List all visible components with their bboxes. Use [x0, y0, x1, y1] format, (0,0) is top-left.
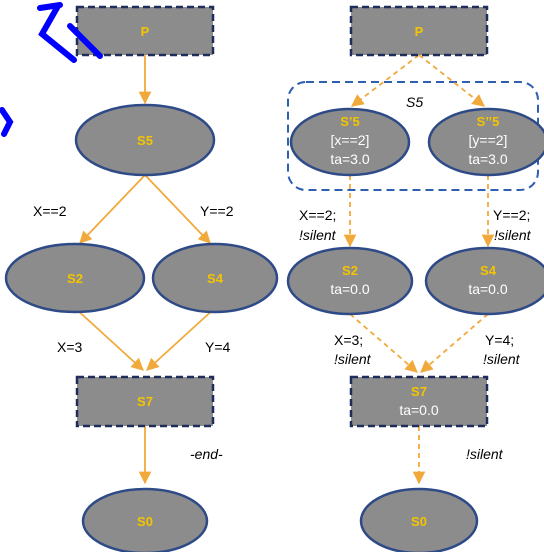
- edge-label-right-s5a-s2-line2: !silent: [299, 227, 337, 243]
- node-left-s7-label: S7: [137, 394, 153, 409]
- node-right-s2: [286, 246, 414, 316]
- edge-right-p-s5b: [418, 54, 485, 107]
- node-right-s7-name: S7: [411, 384, 427, 399]
- edge-label-left-s2-s7: X=3: [57, 339, 83, 355]
- edge-left-s5-s4: [144, 174, 211, 244]
- left-diagram: P S5 S2 S4 S7 S0 X==2 Y==2 X=3 Y=4 -end-: [4, 5, 279, 552]
- node-right-s4-ta: ta=0.0: [468, 281, 508, 297]
- node-right-s5a-ta: ta=3.0: [330, 151, 370, 167]
- node-left-s4: [151, 242, 279, 314]
- edge-left-s4-s7: [146, 307, 216, 371]
- node-right-s7: [349, 375, 489, 428]
- right-diagram: S5 P S’5 [x==2] ta=3.0 S’’5 [y==2] ta=3.…: [286, 5, 544, 552]
- node-left-s2-label: S2: [67, 271, 83, 286]
- edge-label-right-s5b-s4-line1: Y==2;: [493, 207, 530, 223]
- node-right-s5a: [289, 107, 411, 177]
- node-left-s4-label: S4: [207, 271, 224, 286]
- edge-label-left-s5-s4: Y==2: [200, 203, 234, 219]
- edge-label-right-s5a-s2-line1: X==2;: [299, 207, 336, 223]
- node-left-p-label: P: [141, 24, 150, 39]
- node-left-p: [75, 5, 215, 57]
- edge-right-s4-s7: [420, 313, 489, 373]
- node-right-s7-ta: ta=0.0: [399, 402, 439, 418]
- node-left-s0: [81, 487, 209, 552]
- node-right-s2-ta: ta=0.0: [330, 281, 370, 297]
- stamp-mark: [0, 2, 103, 137]
- edge-label-right-s5b-s4-line2: !silent: [494, 227, 532, 243]
- node-left-s7: [75, 375, 215, 428]
- edge-label-left-s7-s0: -end-: [190, 446, 223, 462]
- edge-label-right-s2-s7-line1: X=3;: [334, 332, 363, 348]
- edge-label-left-s4-s7: Y=4: [205, 339, 231, 355]
- node-right-s5a-name: S’5: [340, 114, 360, 129]
- node-left-s0-label: S0: [137, 514, 153, 529]
- edge-label-right-s4-s7-line1: Y=4;: [485, 332, 514, 348]
- edge-left-s2-s7: [74, 307, 144, 371]
- edge-label-right-s2-s7-line2: !silent: [334, 351, 372, 367]
- node-right-s4-name: S4: [480, 263, 497, 278]
- edge-label-right-s4-s7-line2: !silent: [483, 351, 521, 367]
- node-left-s5-label: S5: [137, 133, 153, 148]
- node-right-s0-label: S0: [411, 514, 427, 529]
- edge-right-s2-s7: [349, 313, 418, 373]
- node-right-p-label: P: [415, 24, 424, 39]
- node-right-p: [349, 5, 489, 57]
- edge-label-left-s5-s2: X==2: [33, 203, 67, 219]
- node-left-s5: [74, 103, 216, 177]
- node-right-s5b: [427, 107, 544, 177]
- node-right-s4: [424, 246, 544, 316]
- node-right-s2-name: S2: [342, 263, 358, 278]
- node-right-s5b-name: S’’5: [477, 114, 500, 129]
- group-s5-label: S5: [406, 94, 423, 110]
- edge-left-s5-s2: [79, 174, 146, 244]
- node-left-s2: [4, 242, 146, 314]
- node-right-s5b-cond: [y==2]: [469, 132, 508, 148]
- edge-label-right-s7-s0: !silent: [466, 446, 504, 462]
- node-right-s5b-ta: ta=3.0: [468, 151, 508, 167]
- node-right-s0: [359, 487, 479, 552]
- node-right-s5a-cond: [x==2]: [331, 132, 370, 148]
